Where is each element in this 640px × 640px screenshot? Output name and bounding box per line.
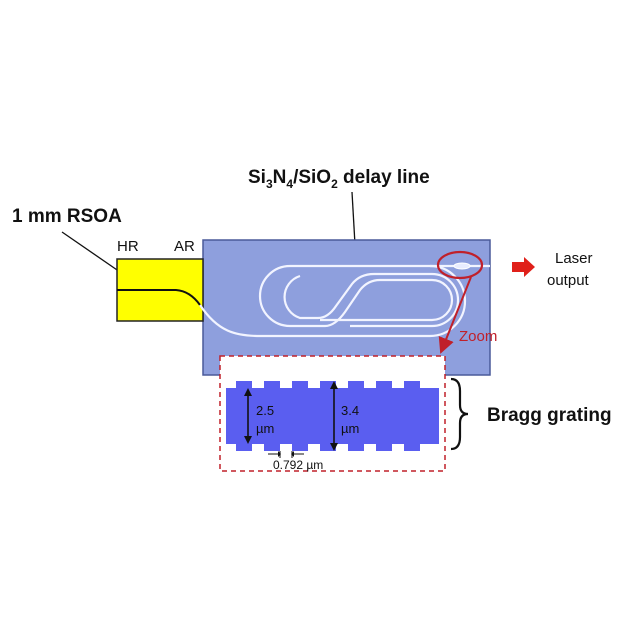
- zoom-label: Zoom: [459, 328, 497, 345]
- ar-label: AR: [174, 238, 195, 255]
- rsoa-label: 1 mm RSOA: [12, 206, 122, 227]
- wide-width-value: 3.4: [341, 403, 359, 418]
- delay-line-chip: [202, 239, 491, 376]
- period-label: 0.792 µm: [273, 458, 323, 472]
- zoom-arrow: [438, 276, 472, 354]
- delay-line-title: Si3N4/SiO2 delay line: [248, 167, 430, 191]
- bragg-grating-marker: [453, 262, 471, 270]
- zoom-circle: [436, 250, 484, 280]
- laser-output-arrow: [512, 257, 535, 277]
- wide-width-unit: µm: [341, 421, 359, 436]
- bragg-grating-label: Bragg grating: [487, 405, 612, 426]
- hr-label: HR: [117, 238, 139, 255]
- laser-output-label-line1: Laser: [555, 250, 593, 267]
- narrow-width-value: 2.5: [256, 403, 274, 418]
- wide-width-arrowheads: [330, 381, 338, 451]
- narrow-width-unit: µm: [256, 421, 274, 436]
- bragg-brace: [450, 377, 469, 451]
- laser-output-label-line2: output: [547, 272, 590, 289]
- bragg-grating-shape: [226, 381, 439, 451]
- rsoa-waveguide: [117, 289, 201, 306]
